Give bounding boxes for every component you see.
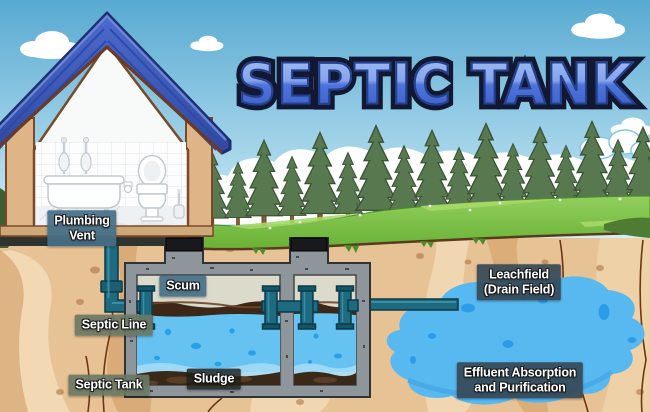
house-roof bbox=[0, 11, 232, 155]
concrete-speckles bbox=[129, 256, 365, 393]
label-line: Leachfield bbox=[489, 267, 549, 282]
label-plumbing-vent: Plumbing Vent bbox=[47, 210, 117, 246]
page-title-outline: SEPTIC TANK bbox=[233, 51, 639, 119]
chamber-1-contents bbox=[137, 301, 280, 385]
label-scum: Scum bbox=[159, 275, 207, 297]
toilet-brush-icon bbox=[173, 189, 185, 219]
label-sludge: Sludge bbox=[186, 368, 242, 390]
label-septic-line: Septic Line bbox=[74, 314, 154, 336]
label-line: Effluent Absorption bbox=[463, 365, 577, 380]
riser-cap bbox=[290, 237, 328, 252]
grass-tufts bbox=[252, 238, 486, 255]
shower-fixture-icon bbox=[58, 137, 92, 174]
toilet-paper-icon bbox=[123, 181, 133, 194]
page-title: SEPTIC TANK SEPTIC TANK bbox=[233, 51, 639, 119]
label-line: Scum bbox=[166, 278, 200, 293]
label-leachfield: Leachfield (Drain Field) bbox=[476, 264, 562, 300]
label-effluent: Effluent Absorption and Purification bbox=[456, 362, 584, 398]
toilet-icon bbox=[136, 154, 168, 222]
label-line: Sludge bbox=[193, 371, 235, 386]
riser-cap bbox=[165, 237, 203, 252]
label-septic-tank: Septic Tank bbox=[68, 374, 150, 396]
label-line: Plumbing bbox=[54, 213, 110, 228]
bathtub-icon bbox=[43, 175, 125, 214]
label-line: (Drain Field) bbox=[483, 282, 555, 296]
grass-hill bbox=[185, 195, 650, 255]
grass-flowers bbox=[268, 197, 622, 230]
page-title-text: SEPTIC TANK bbox=[237, 52, 634, 118]
label-line: Septic Line bbox=[81, 317, 147, 332]
label-line: Septic Tank bbox=[75, 377, 143, 392]
label-line: and Purification bbox=[474, 380, 566, 394]
label-line: Vent bbox=[69, 228, 95, 242]
cutaway-house bbox=[0, 11, 232, 238]
